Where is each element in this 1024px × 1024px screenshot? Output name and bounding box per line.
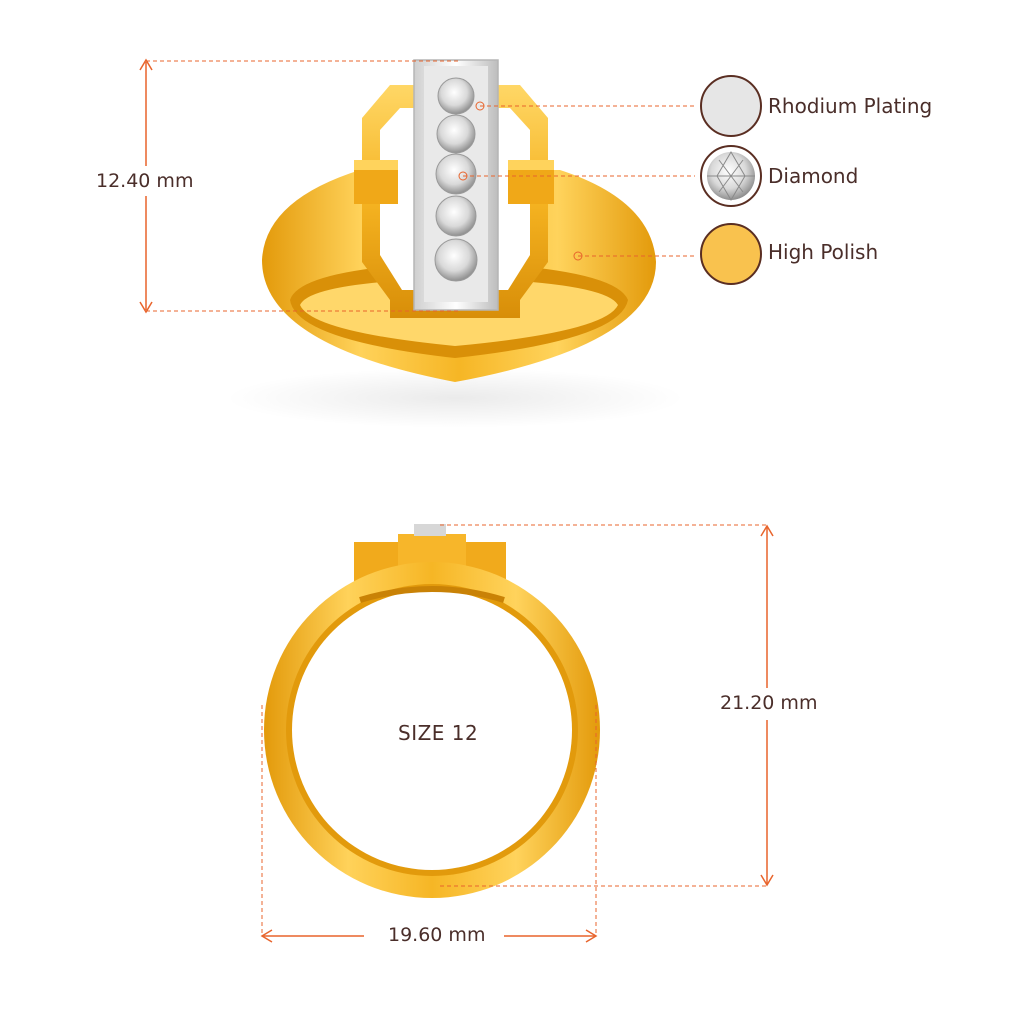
height-dimension-label: 12.40 mm [96,170,194,192]
legend-label-diamond: Diamond [768,164,859,188]
diameter-dimension-label: 21.20 mm [720,692,818,714]
legend-label-rhodium: Rhodium Plating [768,94,933,118]
legend-label-high-polish: High Polish [768,240,879,264]
ring-top-view [90,58,695,428]
rhodium-swatch [700,75,762,137]
ring-front-view [260,524,824,952]
width-dimension-label: 19.60 mm [388,924,486,946]
legend [700,75,762,285]
diamond-row [434,77,478,282]
gold-swatch [700,223,762,285]
ring-size-label: SIZE 12 [398,721,479,745]
diamond-swatch [700,145,762,207]
